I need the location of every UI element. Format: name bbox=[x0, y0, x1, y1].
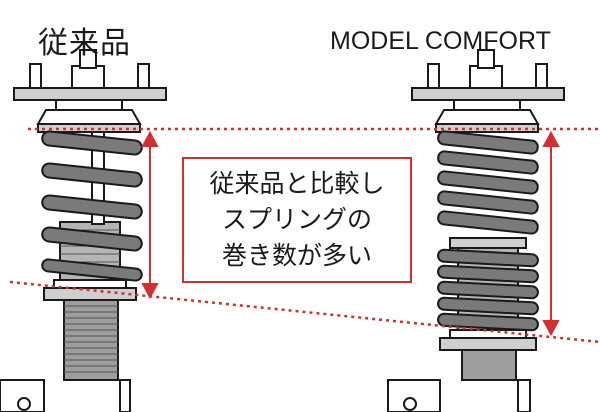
conventional-label: 従来品 bbox=[38, 26, 131, 61]
right-mount-studs bbox=[427, 49, 548, 91]
right-bottom-bracket bbox=[387, 379, 531, 412]
right-spring-coil bbox=[437, 210, 539, 235]
bottom-reference-line bbox=[9, 280, 600, 344]
right-mount-plate bbox=[411, 87, 565, 133]
left-spring-coil bbox=[41, 226, 143, 252]
right-spring bbox=[437, 130, 539, 332]
left-spring-coil bbox=[41, 194, 143, 220]
left-spring-coil bbox=[41, 162, 143, 188]
right-height-arrow bbox=[542, 130, 560, 337]
right-spring-coil bbox=[437, 190, 539, 215]
right-spring-coil bbox=[437, 150, 539, 175]
model-comfort-label: MODEL COMFORT bbox=[330, 27, 551, 55]
right-spring-coil bbox=[437, 312, 539, 332]
left-mount-studs bbox=[29, 49, 150, 91]
right-spring-coil bbox=[437, 170, 539, 195]
right-spring-coil bbox=[437, 264, 539, 284]
callout-line-3: 巻き数が多い bbox=[221, 241, 372, 270]
left-bottom-bracket bbox=[0, 379, 131, 412]
right-spring-coil bbox=[437, 296, 539, 316]
right-spring-coil bbox=[437, 130, 539, 155]
reference-lines bbox=[9, 127, 600, 344]
left-spring bbox=[41, 130, 143, 282]
comparison-callout-box: 従来品と比較し スプリングの 巻き数が多い bbox=[182, 157, 412, 283]
left-height-arrow bbox=[141, 130, 159, 300]
conventional-shock-absorber bbox=[0, 49, 167, 412]
right-spring-coil bbox=[437, 248, 539, 268]
left-spring-coil bbox=[41, 258, 143, 282]
right-spring-coil bbox=[437, 280, 539, 300]
model-comfort-shock-absorber bbox=[387, 49, 565, 412]
callout-line-2: スプリングの bbox=[221, 205, 372, 234]
right-spring-seat bbox=[449, 237, 527, 249]
left-mount-plate bbox=[13, 87, 167, 133]
left-spring-coil bbox=[41, 130, 143, 156]
callout-line-1: 従来品と比較し bbox=[209, 169, 385, 198]
